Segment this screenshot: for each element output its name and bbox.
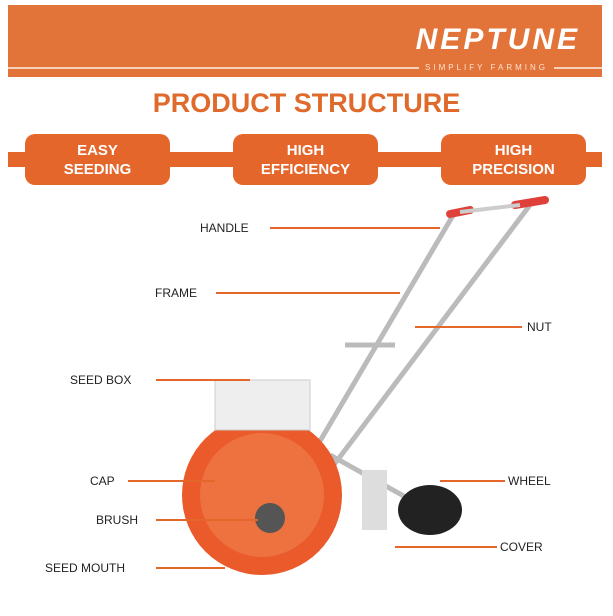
brush (255, 503, 285, 533)
brand-tagline: SIMPLIFY FARMING (419, 63, 554, 72)
frame-rails (297, 203, 532, 508)
label-wheel: WHEEL (508, 474, 551, 488)
cap (200, 433, 324, 557)
handle-grip-right (511, 196, 549, 209)
label-frame: FRAME (155, 286, 197, 300)
wheel (398, 485, 462, 535)
label-seed-box: SEED BOX (70, 373, 132, 387)
feature-line: HIGH (494, 141, 533, 159)
brand-logo: NEPTUNE (415, 23, 580, 56)
label-seed-mouth: SEED MOUTH (45, 561, 126, 575)
page-title: PRODUCT STRUCTURE (152, 88, 461, 118)
label-handle: HANDLE (200, 221, 249, 235)
cover (362, 470, 387, 530)
feature-line: EFFICIENCY (260, 160, 351, 178)
banner-divider (8, 67, 602, 69)
feature-line: SEEDING (63, 160, 132, 178)
label-cap: CAP (90, 474, 115, 488)
handle-bar (459, 203, 521, 214)
label-nut: NUT (527, 320, 552, 334)
feature-line: PRECISION (472, 160, 555, 178)
seed-box (214, 379, 311, 431)
header-banner: NEPTUNE SIMPLIFY FARMING (8, 5, 602, 77)
feature-line: HIGH (286, 141, 325, 159)
label-brush: BRUSH (96, 513, 139, 527)
callout-lines (128, 227, 522, 569)
label-cover: COVER (500, 540, 543, 554)
feature-line: EASY (77, 141, 118, 159)
